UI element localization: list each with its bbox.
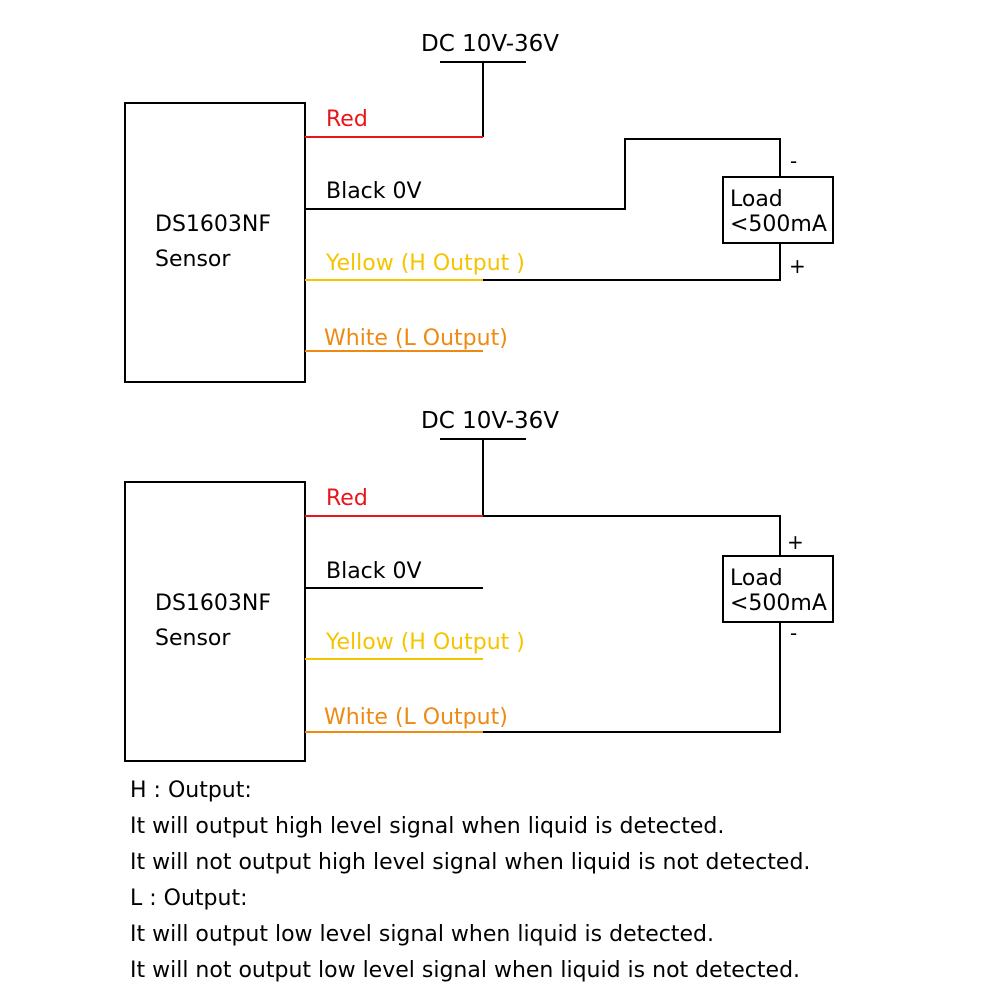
top-load-rating: <500mA [730,212,827,237]
bottom-load-return-wire [483,622,781,733]
top-load-polarity-bottom: + [789,254,806,278]
top-load-box [722,176,834,244]
top-sensor-type: Sensor [155,247,231,272]
top-red-label: Red [326,107,368,132]
top-sensor-box [124,102,306,383]
l-output-line-2: It will not output low level signal when… [130,958,801,983]
bottom-sensor-name: DS1603NF [155,591,271,616]
top-yellow-label: Yellow (H Output ) [325,251,525,276]
top-load-polarity-top: - [790,149,797,173]
l-output-title: L : Output: [130,886,248,911]
bottom-load-label: Load [730,566,783,591]
top-white-label: White (L Output) [324,326,508,351]
top-load-return-wire [483,243,781,281]
top-black-label: Black 0V [326,179,422,204]
top-load-label: Load [730,187,783,212]
h-output-title: H : Output: [130,778,252,803]
top-black-wire [305,138,781,210]
bottom-red-label: Red [326,486,368,511]
output-notes: H : Output: It will output high level si… [130,776,990,992]
h-output-line-2: It will not output high level signal whe… [130,850,811,875]
bottom-supply-to-load-wire [483,515,781,556]
bottom-load-polarity-top: + [787,530,804,554]
bottom-load-polarity-bottom: - [790,621,797,645]
bottom-white-label: White (L Output) [324,705,508,730]
bottom-diagram: DC 10V-36V DS1603NF Sensor Red Black 0V … [124,408,834,762]
top-diagram: DC 10V-36V DS1603NF Sensor Red Black 0V … [124,31,834,383]
top-supply-label: DC 10V-36V [421,31,559,57]
bottom-supply-label: DC 10V-36V [421,408,559,434]
bottom-load-box [722,555,834,623]
bottom-yellow-label: Yellow (H Output ) [325,630,525,655]
bottom-sensor-type: Sensor [155,626,231,651]
bottom-load-rating: <500mA [730,591,827,616]
h-output-line-1: It will output high level signal when li… [130,814,725,839]
bottom-sensor-box [124,481,306,762]
top-sensor-name: DS1603NF [155,212,271,237]
l-output-line-1: It will output low level signal when liq… [130,922,714,947]
bottom-black-label: Black 0V [326,559,422,584]
